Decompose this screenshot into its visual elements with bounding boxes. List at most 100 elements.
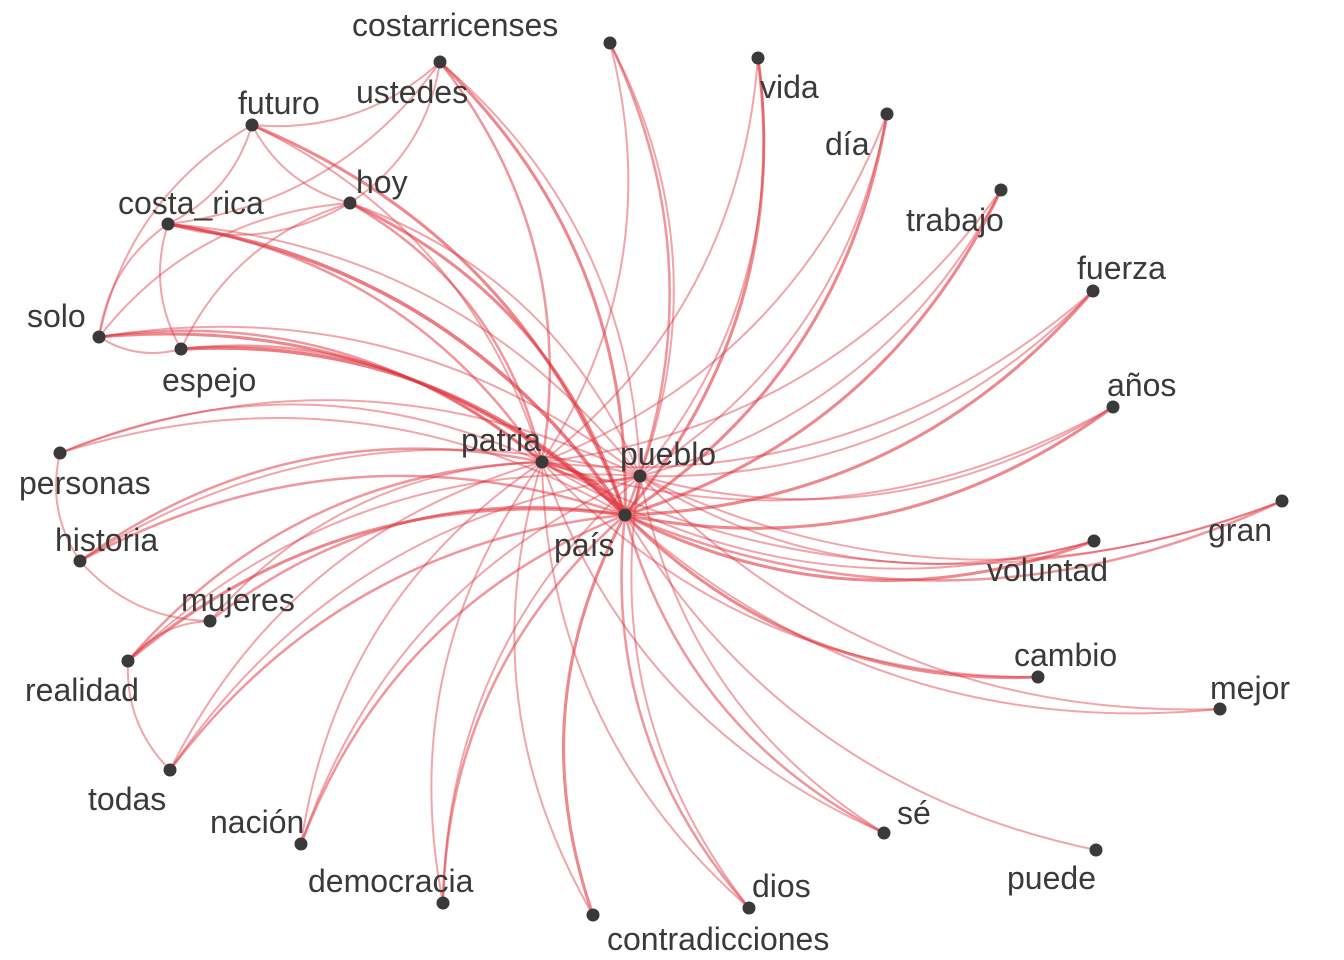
node-label-pais: país — [554, 527, 614, 563]
node-vida — [751, 51, 765, 65]
edge-futuro-hoy — [251, 124, 351, 204]
node-pais — [618, 508, 632, 522]
node-historia — [73, 554, 87, 568]
node-label-hoy: hoy — [356, 164, 408, 200]
edge-pais-dia — [623, 112, 889, 517]
node-label-contradicciones: contradicciones — [607, 921, 829, 957]
node-nacion — [294, 837, 308, 851]
edge-historia-mujeres — [79, 560, 211, 622]
node-label-solo: solo — [27, 298, 86, 334]
edge-patria-fuerza — [541, 290, 1094, 469]
node-label-mujeres: mujeres — [181, 582, 295, 618]
node-realidad — [121, 654, 135, 668]
node-dia — [880, 107, 894, 121]
edge-patria-futuro — [251, 124, 543, 463]
edge-pueblo-anos — [639, 406, 1114, 501]
edge-pais-se — [623, 513, 886, 835]
edge-pueblo-realidad — [127, 473, 641, 662]
edge-pueblo-ustedes — [439, 61, 641, 477]
node-label-democracia: democracia — [308, 863, 474, 899]
edge-costa_rica-futuro — [167, 124, 253, 225]
edge-patria-espejo — [179, 344, 544, 464]
node-label-costa_rica: costa_rica — [118, 185, 264, 221]
edge-solo-espejo — [98, 336, 182, 354]
edge-pais-fuerza — [623, 289, 1095, 517]
node-label-voluntad: voluntad — [987, 552, 1108, 588]
node-trabajo — [994, 183, 1008, 197]
node-puede — [1089, 843, 1103, 857]
node-mujeres — [203, 614, 217, 628]
edge-pueblo-dios — [630, 475, 750, 909]
node-cambio — [1031, 670, 1045, 684]
edge-patria-costarricenses — [541, 42, 630, 463]
edge-futuro-ustedes — [251, 61, 441, 128]
node-pueblo — [633, 469, 647, 483]
node-label-ustedes: ustedes — [356, 74, 468, 110]
edge-pueblo-gran — [639, 475, 1283, 561]
edge-patria-costa_rica — [166, 222, 544, 464]
edge-pais-voluntad — [623, 513, 1096, 582]
node-label-pueblo: pueblo — [620, 436, 716, 472]
edge-pueblo-se — [639, 475, 885, 834]
node-label-todas: todas — [88, 781, 166, 817]
labels-layer: costarricensesustedesfuturohoycosta_rica… — [19, 7, 1290, 957]
edge-pais-anos — [623, 405, 1115, 530]
node-ustedes — [433, 55, 447, 69]
edge-pueblo-costa_rica — [167, 223, 641, 477]
node-contradicciones — [586, 908, 600, 922]
edge-pueblo-mejor — [639, 475, 1221, 711]
node-label-anos: años — [1107, 367, 1176, 403]
node-label-fuerza: fuerza — [1077, 250, 1166, 286]
node-label-dios: dios — [752, 868, 811, 904]
edge-pueblo-hoy — [349, 202, 641, 477]
node-label-dia: día — [825, 126, 870, 162]
edge-hoy-ustedes — [349, 61, 441, 204]
node-personas — [53, 446, 67, 460]
node-label-trabajo: trabajo — [906, 202, 1004, 238]
edge-pueblo-personas — [59, 399, 641, 477]
edge-pais-puede — [624, 514, 1097, 851]
edge-patria-ustedes — [438, 60, 551, 464]
node-anos — [1106, 400, 1120, 414]
edge-pueblo-solo — [98, 325, 641, 477]
edge-patria-realidad — [126, 460, 544, 663]
edge-pais-mejor — [624, 514, 1221, 715]
node-label-nacion: nación — [210, 804, 304, 840]
node-label-patria: patria — [461, 422, 541, 458]
edge-pueblo-fuerza — [639, 290, 1094, 478]
node-label-vida: vida — [760, 69, 819, 105]
edge-pueblo-dia — [639, 113, 888, 477]
edge-pais-todas — [168, 513, 627, 772]
edge-pueblo-nacion — [300, 475, 641, 845]
node-se — [877, 826, 891, 840]
edge-patria-todas — [169, 461, 543, 771]
node-label-gran: gran — [1208, 512, 1272, 548]
edge-pais-gran — [623, 499, 1284, 582]
node-label-realidad: realidad — [25, 672, 139, 708]
node-democracia — [436, 896, 450, 910]
node-mejor — [1213, 702, 1227, 716]
node-solo — [92, 330, 106, 344]
edge-pueblo-trabajo — [639, 189, 1002, 477]
edge-pueblo-historia — [79, 448, 641, 562]
edge-patria-dia — [541, 113, 888, 463]
node-label-mejor: mejor — [1210, 670, 1290, 706]
node-label-espejo: espejo — [162, 362, 256, 398]
node-voluntad — [1087, 534, 1101, 548]
edge-pais-cambio — [623, 513, 1040, 680]
edge-pais-realidad — [126, 507, 627, 663]
edge-pais-dios — [620, 513, 751, 910]
edge-pueblo-todas — [169, 475, 641, 771]
node-label-historia: historia — [55, 522, 158, 558]
edge-patria-vida — [541, 57, 759, 463]
edge-hoy-solo — [98, 202, 351, 338]
edge-pais-personas — [59, 417, 626, 516]
node-label-puede: puede — [1007, 860, 1096, 896]
edge-pais-contradicciones — [562, 513, 627, 917]
nodes-layer — [53, 36, 1289, 922]
edge-costa_rica-espejo — [159, 223, 182, 350]
edge-patria-hoy — [348, 201, 544, 464]
edge-patria-personas — [59, 403, 543, 463]
node-patria — [535, 455, 549, 469]
